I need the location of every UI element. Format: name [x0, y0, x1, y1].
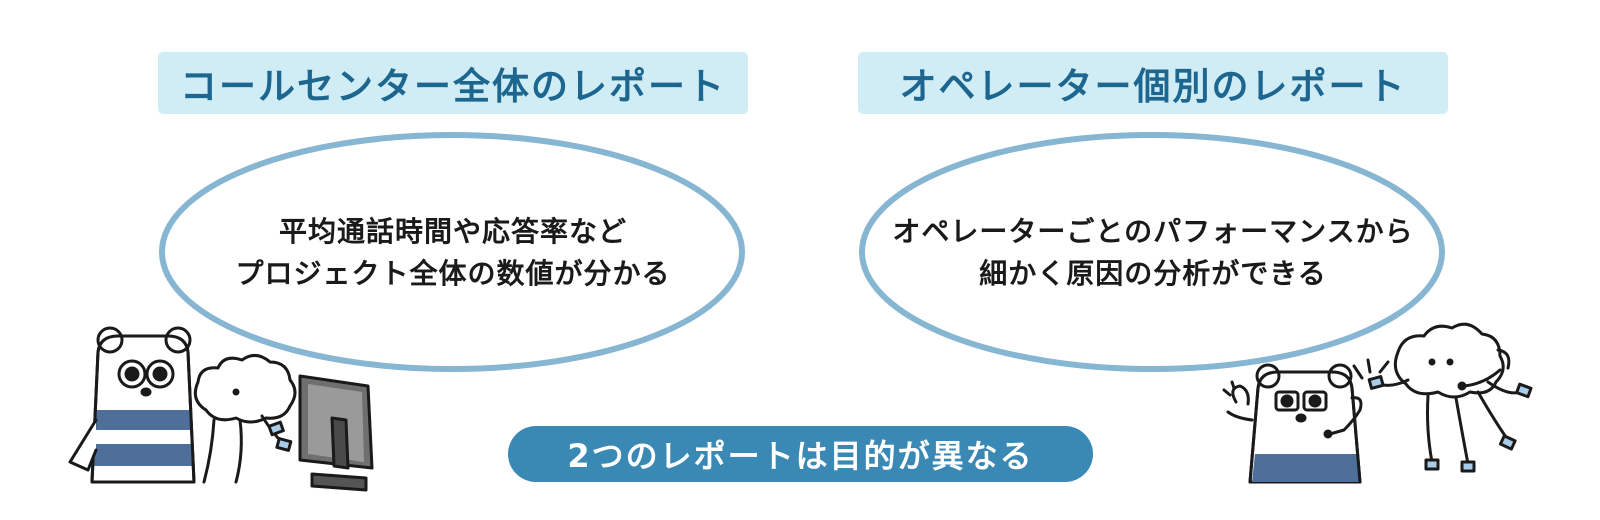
sheep-character-left	[193, 354, 297, 484]
left-bubble-line-1: 平均通話時間や応答率など	[278, 215, 627, 248]
left-bubble-text: 平均通話時間や応答率など プロジェクト全体の数値が分かる	[158, 211, 748, 295]
right-report-title: オペレーター個別のレポート	[858, 52, 1448, 114]
left-speech-bubble	[159, 132, 745, 372]
monitor-icon	[298, 374, 374, 492]
sheep-character-right	[1352, 322, 1533, 473]
left-bubble-line-2: プロジェクト全体の数値が分かる	[235, 257, 671, 290]
right-bubble-line-1: オペレーターごとのパフォーマンスから	[892, 215, 1414, 248]
bear-character-left	[68, 326, 196, 484]
right-speech-bubble	[859, 132, 1445, 372]
right-bubble-text: オペレーターごとのパフォーマンスから 細かく原因の分析ができる	[858, 211, 1448, 295]
left-report-title: コールセンター全体のレポート	[158, 52, 748, 114]
bear-character-right	[1222, 363, 1363, 484]
footer-summary-pill: 2つのレポートは目的が異なる	[508, 426, 1093, 482]
right-bubble-line-2: 細かく原因の分析ができる	[979, 257, 1327, 290]
